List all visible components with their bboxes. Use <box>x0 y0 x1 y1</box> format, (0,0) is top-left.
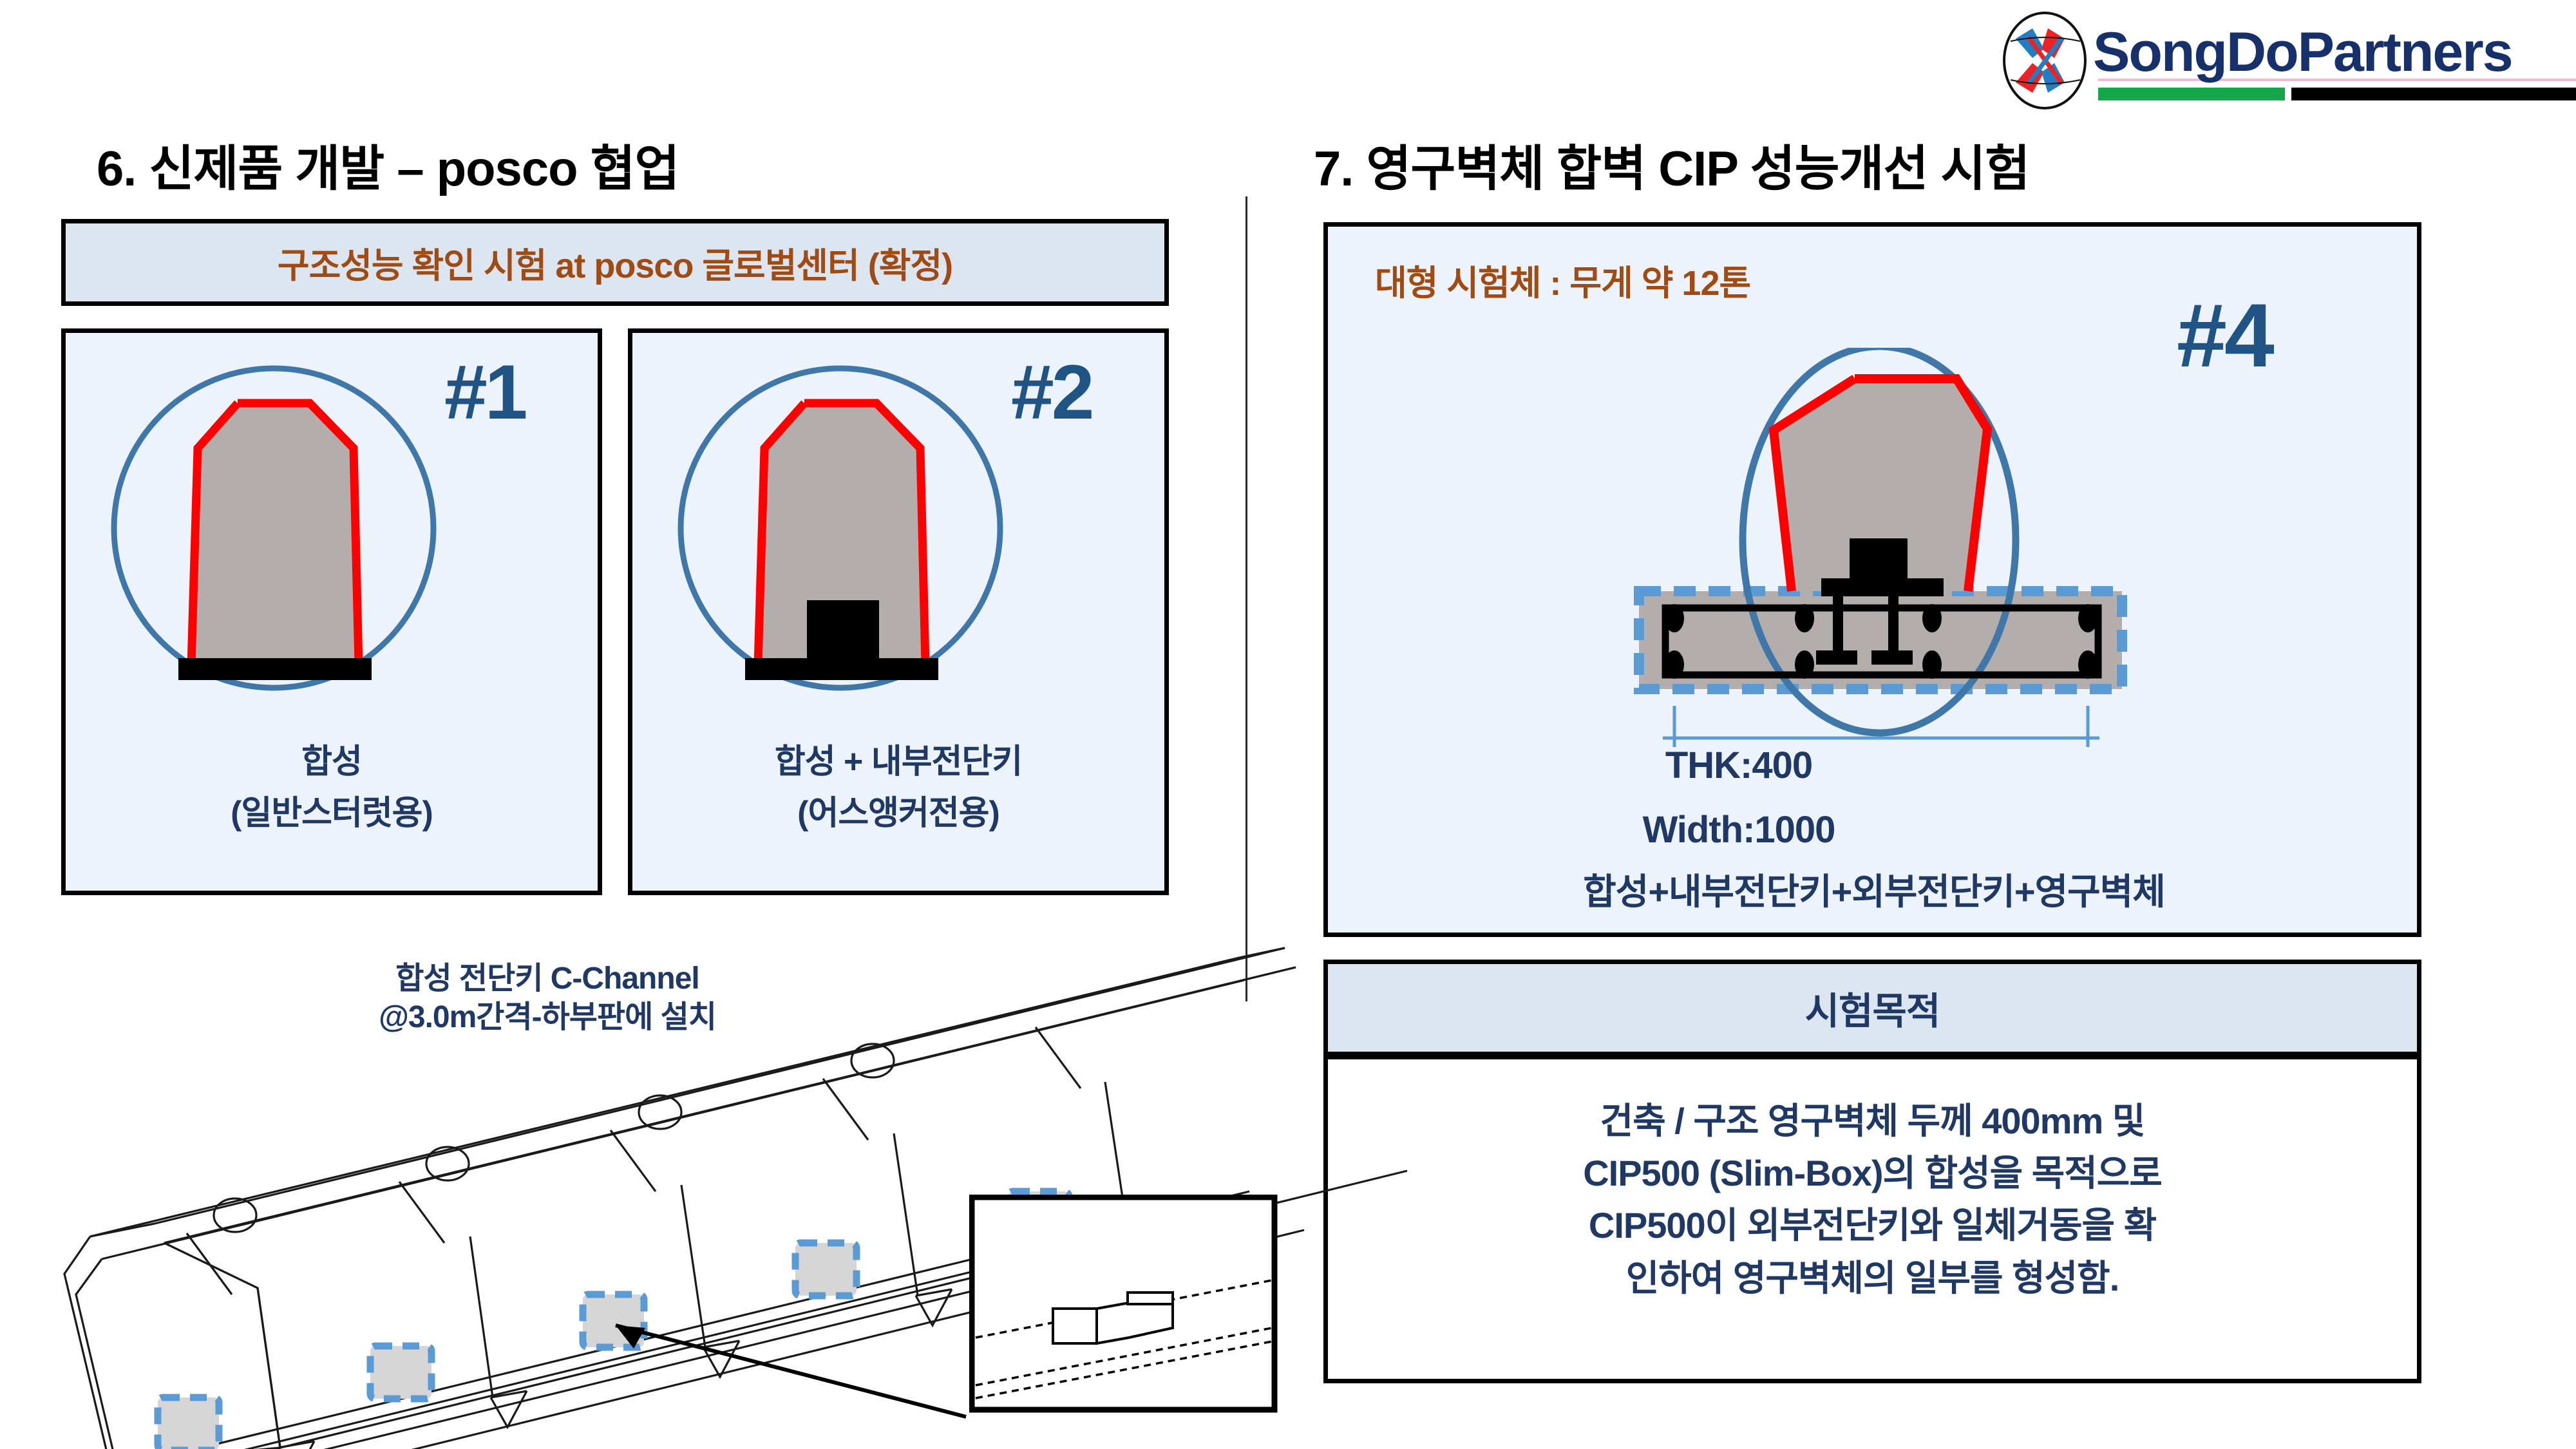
logo-pink-rule <box>2098 79 2576 81</box>
compound-spec-label: 합성+내부전단키+외부전단키+영구벽체 <box>1583 871 2165 912</box>
detail-callout-box <box>969 1195 1278 1413</box>
specimen-4-badge: #4 <box>2177 285 2275 386</box>
left-subtitle-band: 구조성능 확인 시험 at posco 글로벌센터 (확정) <box>61 219 1169 306</box>
purpose-line-1: 건축 / 구조 영구벽체 두께 400mm 및 <box>1600 1101 2146 1141</box>
left-subtitle-text: 구조성능 확인 시험 at posco 글로벌센터 (확정) <box>277 247 953 285</box>
purpose-title: 시험목적 <box>1804 990 1940 1032</box>
purpose-line-4: 인하여 영구벽체의 일부를 형성함. <box>1625 1257 2120 1298</box>
beam-annotation-line2: @3.0m간격-하부판에 설치 <box>379 1000 717 1034</box>
thickness-dimension-label: THK:400 <box>1665 744 1813 786</box>
purpose-body-box <box>1323 1055 2421 1383</box>
logo-wordmark: SongDoPartners <box>2093 21 2514 83</box>
logo-oval-icon <box>2003 12 2087 109</box>
purpose-line-2: CIP500 (Slim-Box)의 합성을 목적으로 <box>1583 1153 2163 1194</box>
logo-green-bar <box>2098 88 2285 100</box>
panel-2-section-diagram <box>677 365 1003 691</box>
detail-callout-arrow <box>615 1323 967 1419</box>
logo-black-bar <box>2291 88 2576 100</box>
panel-2-caption-line2: (어스앵커전용) <box>797 795 1000 832</box>
company-logo: SongDoPartners <box>2003 6 2576 109</box>
section-heading-left: 6. 신제품 개발 – posco 협업 <box>97 142 679 196</box>
panel-1-caption-line1: 합성 <box>301 743 363 781</box>
panel-1-caption-line2: (일반스터럿용) <box>231 795 433 832</box>
purpose-line-3: CIP500이 외부전단키와 일체거동을 확 <box>1588 1205 2157 1246</box>
vertical-divider <box>1245 196 1247 1001</box>
panel-1-badge: #1 <box>444 349 527 435</box>
beam-annotation-line1: 합성 전단키 C-Channel <box>395 961 699 996</box>
shear-key-marker <box>154 1394 223 1449</box>
panel-2-badge: #2 <box>1011 349 1094 435</box>
shear-key-marker <box>366 1342 435 1403</box>
width-dimension-label: Width:1000 <box>1642 809 1836 851</box>
specimen-4-section-diagram <box>1634 348 2127 747</box>
logo-x-mark-icon <box>2010 28 2081 93</box>
panel-2-caption-line1: 합성 + 내부전단키 <box>774 743 1023 781</box>
section-heading-right: 7. 영구벽체 합벽 CIP 성능개선 시험 <box>1314 142 2030 196</box>
specimen-weight-label: 대형 시험체 : 무게 약 12톤 <box>1375 264 1751 303</box>
detail-callout-arrowhead <box>616 1325 645 1349</box>
shear-key-marker <box>791 1239 860 1300</box>
purpose-header-band: 시험목적 <box>1323 960 2421 1056</box>
panel-1-section-diagram <box>111 365 437 691</box>
beam-annotation: 합성 전단키 C-Channel @3.0m간격-하부판에 설치 <box>258 960 837 1037</box>
purpose-text: 건축 / 구조 영구벽체 두께 400mm 및 CIP500 (Slim-Box… <box>1323 1095 2421 1304</box>
